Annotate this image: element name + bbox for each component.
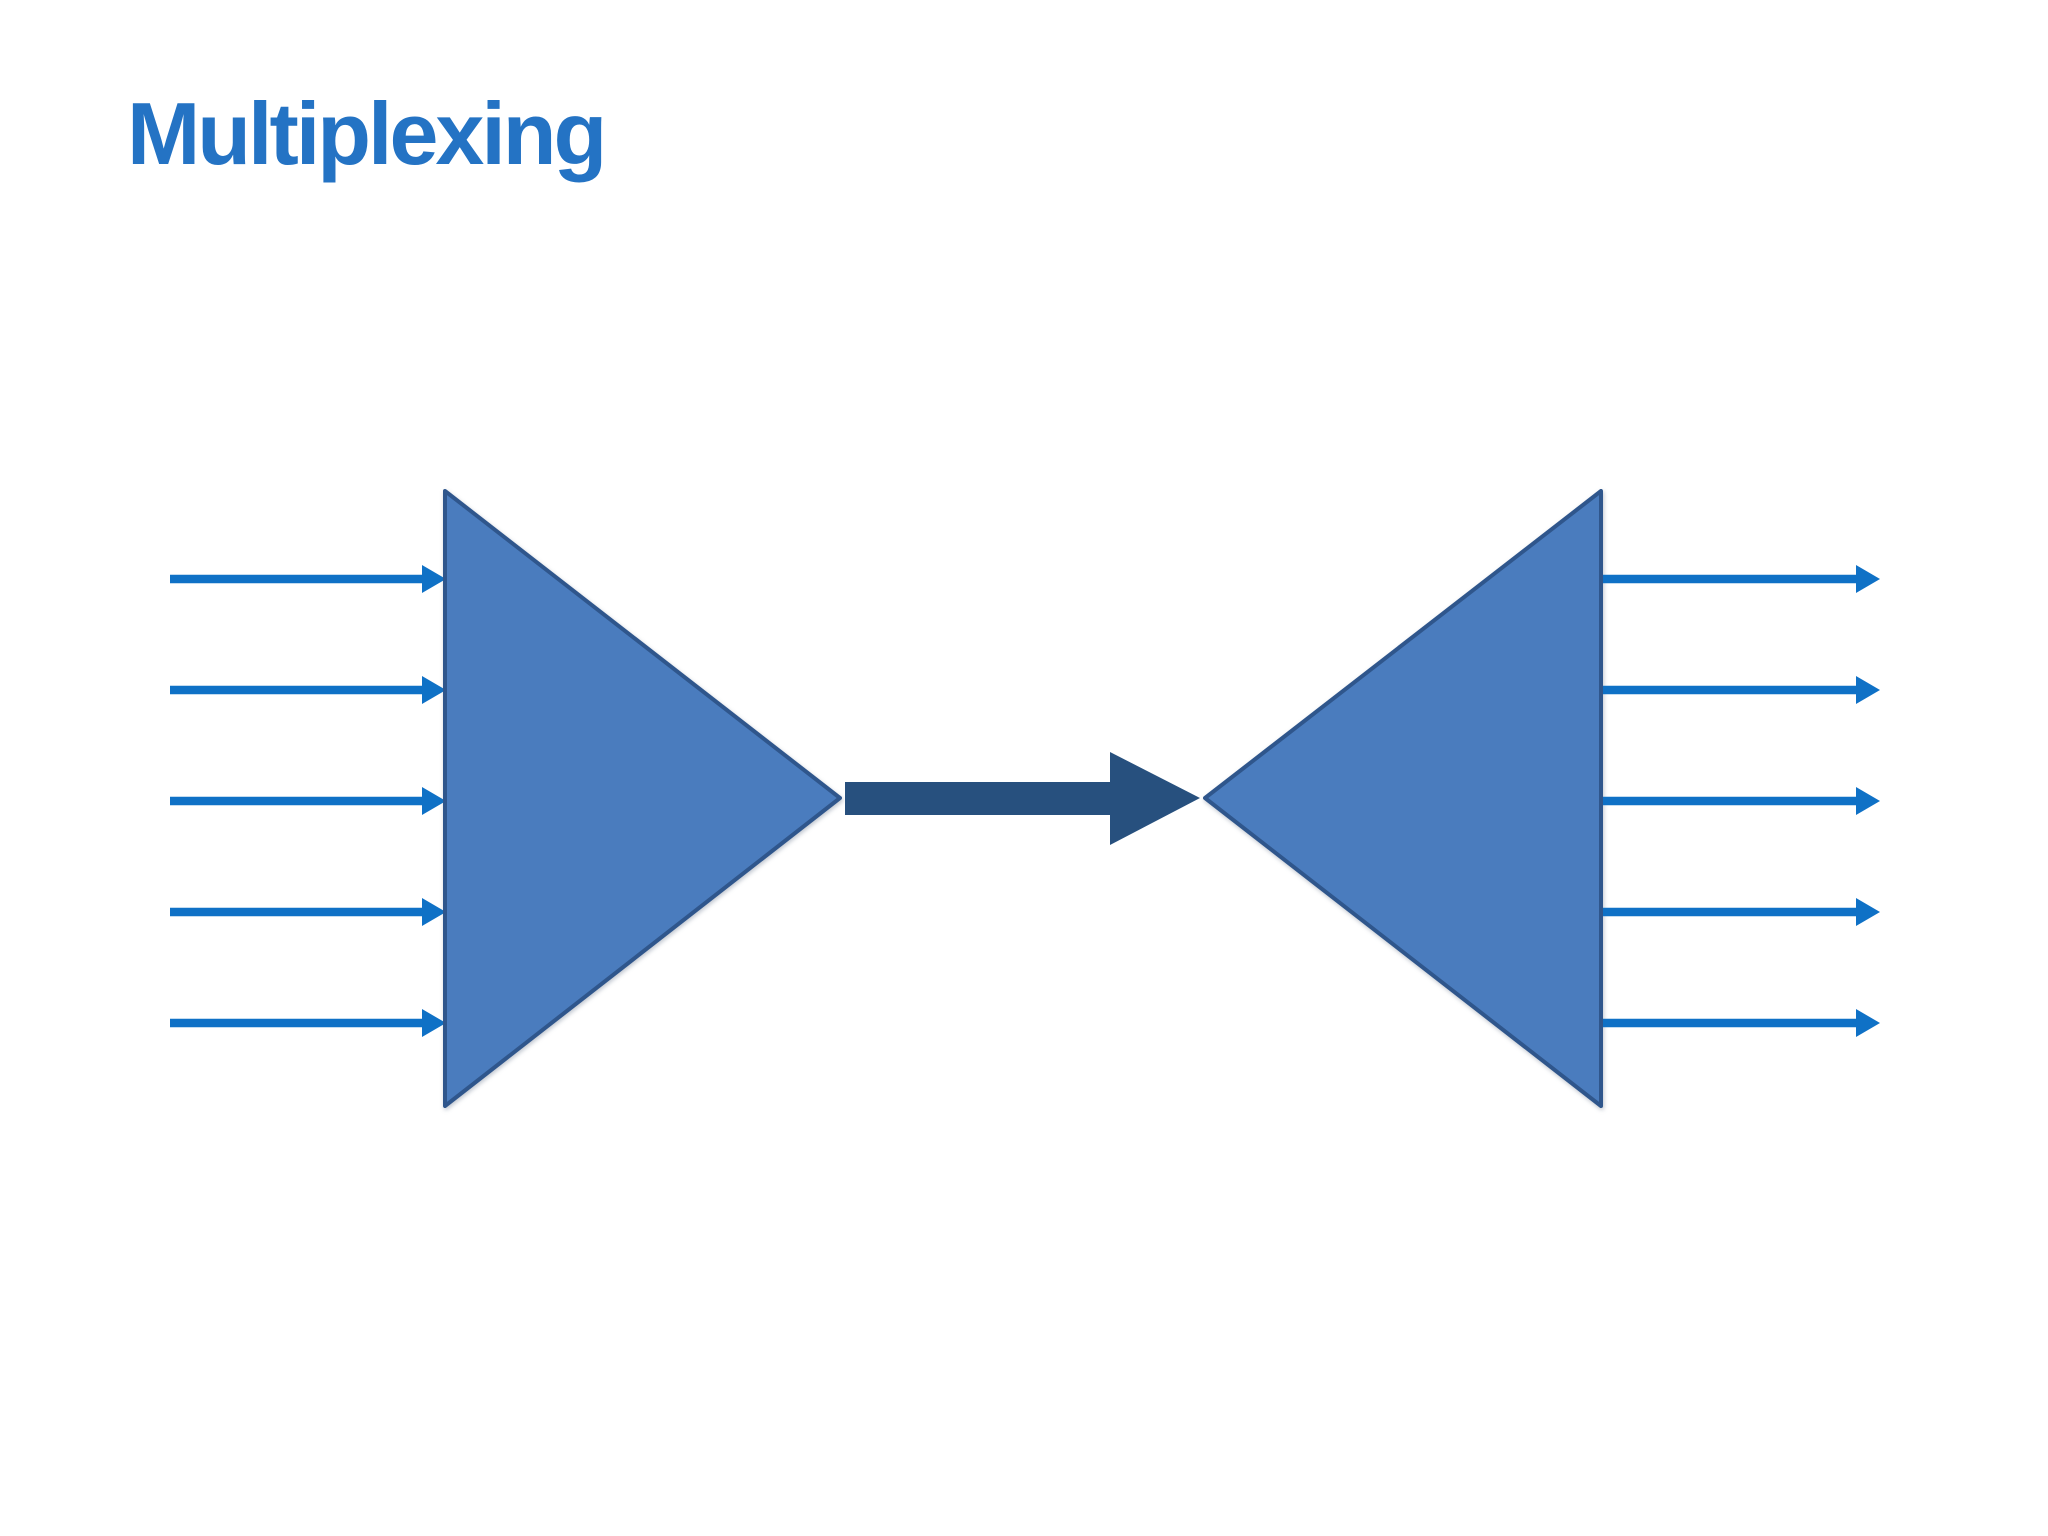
arrow-head-icon bbox=[422, 676, 446, 704]
input-arrow bbox=[170, 898, 446, 926]
arrow-head-icon bbox=[422, 1009, 446, 1037]
arrow-head-icon bbox=[1110, 752, 1200, 845]
input-arrow bbox=[170, 565, 446, 593]
multiplexer-triangle bbox=[443, 489, 842, 1108]
demultiplexer-triangle bbox=[1203, 489, 1603, 1108]
arrow-head-icon bbox=[422, 787, 446, 815]
output-arrow bbox=[1603, 787, 1880, 815]
input-arrows bbox=[170, 565, 446, 1037]
slide-title: Multiplexing bbox=[127, 84, 607, 183]
arrow-head-icon bbox=[1856, 787, 1880, 815]
channel-arrow bbox=[845, 752, 1200, 845]
arrow-head-icon bbox=[1856, 676, 1880, 704]
input-arrow bbox=[170, 676, 446, 704]
arrow-head-icon bbox=[1856, 565, 1880, 593]
output-arrow bbox=[1603, 1009, 1880, 1037]
output-arrow bbox=[1603, 676, 1880, 704]
input-arrow bbox=[170, 1009, 446, 1037]
arrow-head-icon bbox=[422, 565, 446, 593]
arrow-head-icon bbox=[422, 898, 446, 926]
input-arrow bbox=[170, 787, 446, 815]
arrow-head-icon bbox=[1856, 1009, 1880, 1037]
output-arrows bbox=[1603, 565, 1880, 1037]
output-arrow bbox=[1603, 898, 1880, 926]
output-arrow bbox=[1603, 565, 1880, 593]
arrow-head-icon bbox=[1856, 898, 1880, 926]
